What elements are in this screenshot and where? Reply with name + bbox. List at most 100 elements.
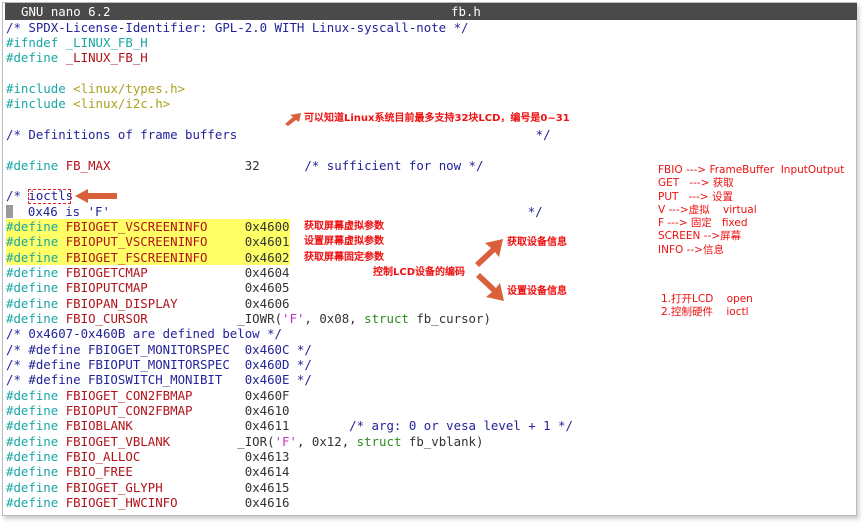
- code-token: 'F': [282, 311, 305, 327]
- glossary-note: FBIO ---> FrameBuffer InputOutput GET --…: [658, 164, 845, 256]
- code-line: #define FBIOGETCMAP 0x4604: [6, 265, 573, 280]
- code-line: 0x46 is 'F' */: [6, 204, 573, 219]
- code-token: FBIOBLANK: [65, 418, 133, 434]
- code-token: _IOWR(: [147, 311, 283, 327]
- code-token: 0x4604: [147, 265, 290, 280]
- code-token: 0x4611: [132, 418, 350, 434]
- code-token: 0x4615: [162, 479, 290, 495]
- code-token: /* SPDX-License-Identifier: GPL-2.0 WITH…: [6, 19, 469, 35]
- annotation-control-code: 控制LCD设备的编码: [373, 267, 466, 278]
- code-token: #define: [6, 157, 66, 173]
- code-line: #define FBIO_ALLOC 0x4613: [6, 449, 573, 464]
- code-token: , 0x08,: [304, 311, 365, 327]
- code-token: FBIO_ALLOC: [65, 449, 141, 465]
- code-token: #define: [6, 464, 66, 480]
- code-token: FBIOPAN_DISPLAY: [65, 295, 178, 311]
- code-token: <linux/i2c.h>: [73, 96, 171, 112]
- code-token: #define: [6, 403, 66, 419]
- code-token: 0x4613: [140, 449, 290, 465]
- app-name: GNU nano 6.2: [21, 4, 111, 19]
- code-token: #define: [6, 387, 66, 403]
- code-line: #include <linux/i2c.h>: [6, 96, 573, 111]
- code-token: #define: [6, 249, 66, 265]
- code-token: #define: [6, 449, 66, 465]
- code-line: /* #define FBIOSWITCH_MONIBIT 0x460E */: [6, 372, 573, 387]
- code-token: #define: [6, 418, 66, 434]
- code-line: #define FBIOPUT_VSCREENINFO 0x4601: [6, 234, 573, 250]
- code-token: FBIO_CURSOR: [65, 311, 148, 327]
- code-token: struct: [356, 433, 402, 449]
- code-line: /* Definitions of frame buffers */: [6, 127, 573, 142]
- code-token: /* sufficient for now */: [304, 157, 484, 173]
- annotation-fscreen-get: 获取屏幕固定参数: [304, 252, 384, 263]
- code-token: 0x4600: [207, 218, 290, 234]
- code-token: #define: [6, 218, 66, 234]
- code-token: , 0x12,: [296, 433, 357, 449]
- code-line: [6, 142, 573, 157]
- code-token: #define: [6, 234, 66, 250]
- steps-note: 1.打开LCD open 2.控制硬件 ioctl: [661, 293, 753, 319]
- code-line: #define FBIOBLANK 0x4611 /* arg: 0 or ve…: [6, 418, 573, 433]
- code-line: #define FB_MAX 32 /* sufficient for now …: [6, 158, 573, 173]
- code-line: /* #define FBIOGET_MONITORSPEC 0x460C */: [6, 342, 573, 357]
- code-line: /* 0x4607-0x460B are defined below */: [6, 326, 573, 341]
- highlighted-code: #define FBIOGET_VSCREENINFO 0x4600: [6, 218, 290, 235]
- code-line: #define _LINUX_FB_H: [6, 50, 573, 65]
- code-token: FBIOPUT_VSCREENINFO: [65, 234, 208, 250]
- code-line: #define FBIOGET_HWCINFO 0x4616: [6, 495, 573, 510]
- code-token: /* #define FBIOPUT_MONITORSPEC 0x460D */: [6, 357, 312, 373]
- code-token: FBIOGET_CON2FBMAP: [65, 387, 193, 403]
- code-token: 0x4606: [177, 295, 290, 311]
- code-line: #define FBIOGET_CON2FBMAP 0x460F: [6, 388, 573, 403]
- code-line: #include <linux/types.h>: [6, 81, 573, 96]
- code-token: #define: [6, 495, 66, 511]
- code-token: FBIOGET_VBLANK: [65, 433, 171, 449]
- code-token: _IOR(: [170, 433, 275, 449]
- code-token: #define: [6, 280, 66, 296]
- code-token: #define: [6, 265, 66, 280]
- code-token: #define: [6, 311, 66, 327]
- code-token: /* 0x4607-0x460B are defined below */: [6, 326, 283, 342]
- code-token: #define: [6, 295, 66, 311]
- code-line: [6, 173, 573, 188]
- code-line: /* SPDX-License-Identifier: GPL-2.0 WITH…: [6, 20, 573, 35]
- code-token: FBIOPUT_CON2FBMAP: [65, 403, 193, 419]
- code-line: [6, 66, 573, 81]
- code-token: #define: [6, 433, 66, 449]
- code-token: 0x4602: [207, 249, 290, 265]
- code-token: /* arg: 0 or vesa level + 1 */: [349, 418, 573, 434]
- code-token: /* Definitions of frame buffers */: [6, 126, 551, 142]
- code-token: 32: [110, 157, 305, 173]
- code-line: #define FBIOPUT_CON2FBMAP 0x4610: [6, 403, 573, 418]
- code-line: #define FBIOGET_FSCREENINFO 0x4602: [6, 249, 573, 265]
- code-token: FBIOGETCMAP: [65, 265, 148, 280]
- code-token: FBIO_FREE: [65, 464, 133, 480]
- annotation-get-info: 获取设备信息: [507, 237, 567, 248]
- code-token: _LINUX_FB_H: [65, 50, 148, 66]
- code-line: #define FBIOPUTCMAP 0x4605: [6, 280, 573, 295]
- code-editor[interactable]: /* SPDX-License-Identifier: GPL-2.0 WITH…: [6, 20, 573, 511]
- code-token: #define: [6, 479, 66, 495]
- code-token: FBIOGET_HWCINFO: [65, 495, 178, 511]
- code-token: fb_vblank): [401, 433, 484, 449]
- code-token: FBIOPUTCMAP: [65, 280, 148, 296]
- annotation-vscreen-put: 设置屏幕虚拟参数: [304, 236, 384, 247]
- scroll-indicator[interactable]: [6, 204, 13, 218]
- code-token: <linux/types.h>: [73, 80, 186, 96]
- code-line: #define FBIOGET_VBLANK _IOR('F', 0x12, s…: [6, 434, 573, 449]
- code-line: #define FBIOGET_VSCREENINFO 0x4600: [6, 218, 573, 235]
- arrow-up-right-icon: [475, 239, 503, 267]
- arrow-down-right-icon: [476, 273, 504, 301]
- code-token: FB_MAX: [65, 157, 111, 173]
- annotation-vscreen-get: 获取屏幕虚拟参数: [304, 221, 384, 232]
- code-token: #include: [6, 80, 74, 96]
- file-name[interactable]: fb.h: [451, 4, 481, 19]
- annotation-fb-max: 可以知道Linux系统目前最多支持32块LCD，编号是0~31: [304, 113, 570, 124]
- highlighted-code: #define FBIOGET_FSCREENINFO 0x4602: [6, 249, 290, 265]
- code-token: 0x4601: [207, 234, 290, 250]
- code-line: /* #define FBIOPUT_MONITORSPEC 0x460D */: [6, 357, 573, 372]
- code-token: #include: [6, 96, 74, 112]
- code-token: fb_cursor): [408, 311, 491, 327]
- arrow-left-icon: [75, 189, 117, 203]
- code-token: 0x460F: [192, 387, 290, 403]
